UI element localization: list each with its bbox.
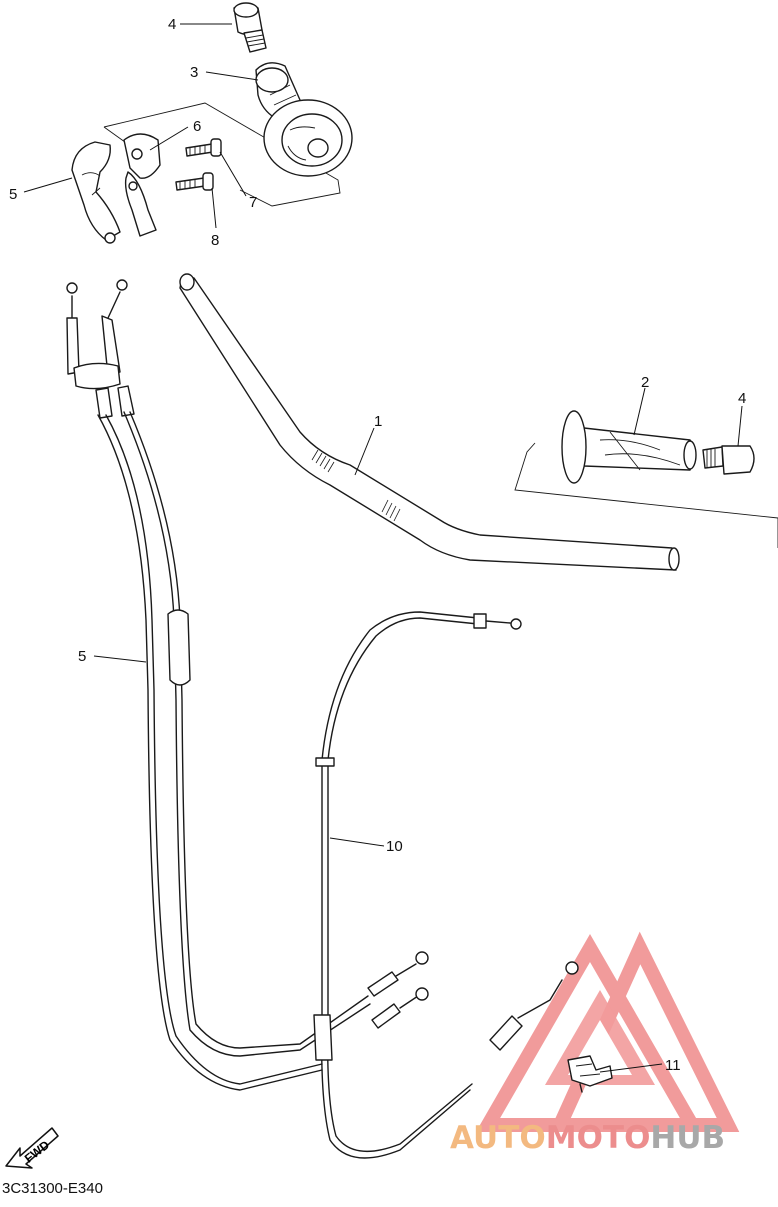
callout-numbers: 4 3 6 5 7 8 1 2 4 5 10 11 <box>9 16 746 1074</box>
watermark-logo: AUTOMOTOHUB <box>450 931 740 1156</box>
cable-10 <box>313 611 579 1159</box>
throttle-housing-lower <box>71 141 121 244</box>
left-grip <box>561 410 697 484</box>
callout-5: 5 <box>78 648 86 665</box>
watermark-moto: MOTO <box>546 1120 651 1156</box>
callout-6: 5 <box>9 186 17 203</box>
diagram-code: 3C31300-E340 <box>2 1180 103 1197</box>
callout-7: 6 <box>193 118 201 135</box>
callout-8: 7 <box>249 194 257 211</box>
throttle-grip <box>255 62 353 177</box>
callout-9: 8 <box>211 232 219 249</box>
watermark-auto: AUTO <box>450 1120 546 1156</box>
watermark-hub: HUB <box>650 1120 725 1156</box>
callout-10: 10 <box>386 838 403 855</box>
handlebar <box>179 273 680 571</box>
handlebar-knurl-upper <box>311 449 335 473</box>
callout-2: 2 <box>641 374 649 391</box>
throttle-cables <box>66 279 429 1091</box>
callout-4-upper: 4 <box>168 16 176 33</box>
left-grip-box <box>514 442 778 548</box>
callout-3: 3 <box>190 64 198 81</box>
screw-8 <box>185 138 222 157</box>
callout-1: 1 <box>374 413 382 430</box>
bar-end-upper <box>233 2 267 53</box>
bar-end-lower <box>702 445 755 475</box>
cable-clamp <box>567 1055 613 1093</box>
handlebar-knurl-lower <box>381 499 401 522</box>
fwd-arrow: FWD <box>5 1127 59 1169</box>
leader-lines <box>23 23 743 1073</box>
throttle-cable-adjusters <box>367 951 429 1029</box>
svg-text:AUTOMOTOHUB: AUTOMOTOHUB <box>450 1120 725 1156</box>
callout-4-lower: 4 <box>738 390 746 407</box>
screw-9 <box>175 172 214 191</box>
callout-11: 11 <box>665 1057 681 1074</box>
throttle-housing-upper <box>123 133 161 237</box>
